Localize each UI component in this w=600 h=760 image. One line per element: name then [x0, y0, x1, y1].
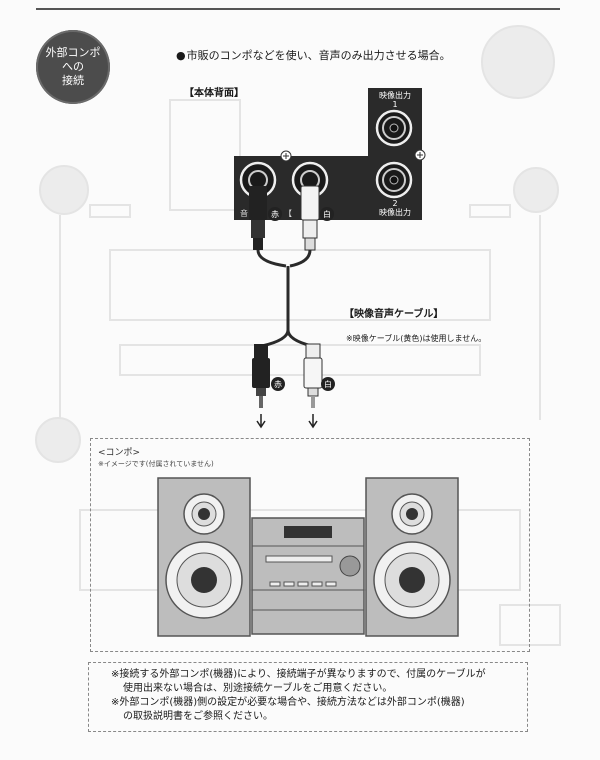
bottom-red-plug: 赤 — [252, 344, 285, 429]
screw-icon — [280, 149, 426, 162]
cable-note: ※映像ケーブル(黄色)は使用しません。 — [346, 334, 487, 343]
combo-area — [90, 438, 530, 652]
left-speaker — [157, 477, 251, 637]
jack-label-bracket: 【 — [284, 209, 292, 218]
intro-sentence: 市販のコンポなどを使い、音声のみ出力させる場合。 — [186, 49, 451, 62]
jack-label-fragment: 音 — [240, 208, 248, 218]
badge-line-1: 外部コンポ — [45, 46, 101, 59]
top-rule — [36, 8, 560, 10]
cable-label: 【映像音声ケーブル】 — [344, 309, 444, 320]
combo-title: <コンポ> — [98, 448, 141, 458]
av-cable — [256, 249, 313, 348]
video-out-2-label: 映像出力 — [379, 207, 411, 217]
video-out-jack-1 — [375, 109, 413, 147]
video-out-2-number: 2 — [392, 199, 397, 208]
back-panel-label: 【本体背面】 — [184, 88, 244, 99]
note-line-3: ※外部コンポ(機器)側の設定が必要な場合や、接続方法などは外部コンポ(機器) — [111, 697, 465, 708]
bottom-white-plug-label: 白 — [324, 379, 332, 389]
note-line-1: ※接続する外部コンポ(機器)により、接続端子が異なりますので、付属のケーブルが — [111, 669, 486, 680]
top-red-plug: 赤 — [249, 186, 282, 250]
note-line-4: の取扱説明書をご参照ください。 — [123, 711, 273, 722]
section-badge: 外部コンポ への 接続 — [36, 30, 110, 104]
video-out-jack-2 — [375, 161, 413, 199]
notes-box: ※接続する外部コンポ(機器)により、接続端子が異なりますので、付属のケーブルが … — [88, 662, 528, 732]
right-speaker — [365, 477, 459, 637]
bottom-white-plug: 白 — [303, 343, 335, 429]
note-line-2: 使用出来ない場合は、別途接続ケーブルをご用意ください。 — [123, 683, 393, 694]
intro-text: ●市販のコンポなどを使い、音声のみ出力させる場合。 — [176, 47, 451, 63]
badge-line-3: 接続 — [62, 74, 84, 87]
stereo-system — [157, 477, 459, 637]
video-out-1-number: 1 — [392, 100, 397, 109]
combo-subtitle: ※イメージです(付属されていません) — [98, 460, 214, 468]
badge-line-2: への — [62, 60, 84, 73]
main-unit — [251, 517, 365, 635]
back-panel: 映像出力 1 2 映像出力 音 【 — [234, 88, 426, 220]
top-white-plug-label: 白 — [323, 209, 331, 219]
video-out-1-label: 映像出力 — [379, 90, 411, 100]
bottom-red-plug-label: 赤 — [274, 380, 282, 389]
top-red-plug-label: 赤 — [271, 210, 279, 219]
bullet-icon: ● — [176, 49, 186, 62]
